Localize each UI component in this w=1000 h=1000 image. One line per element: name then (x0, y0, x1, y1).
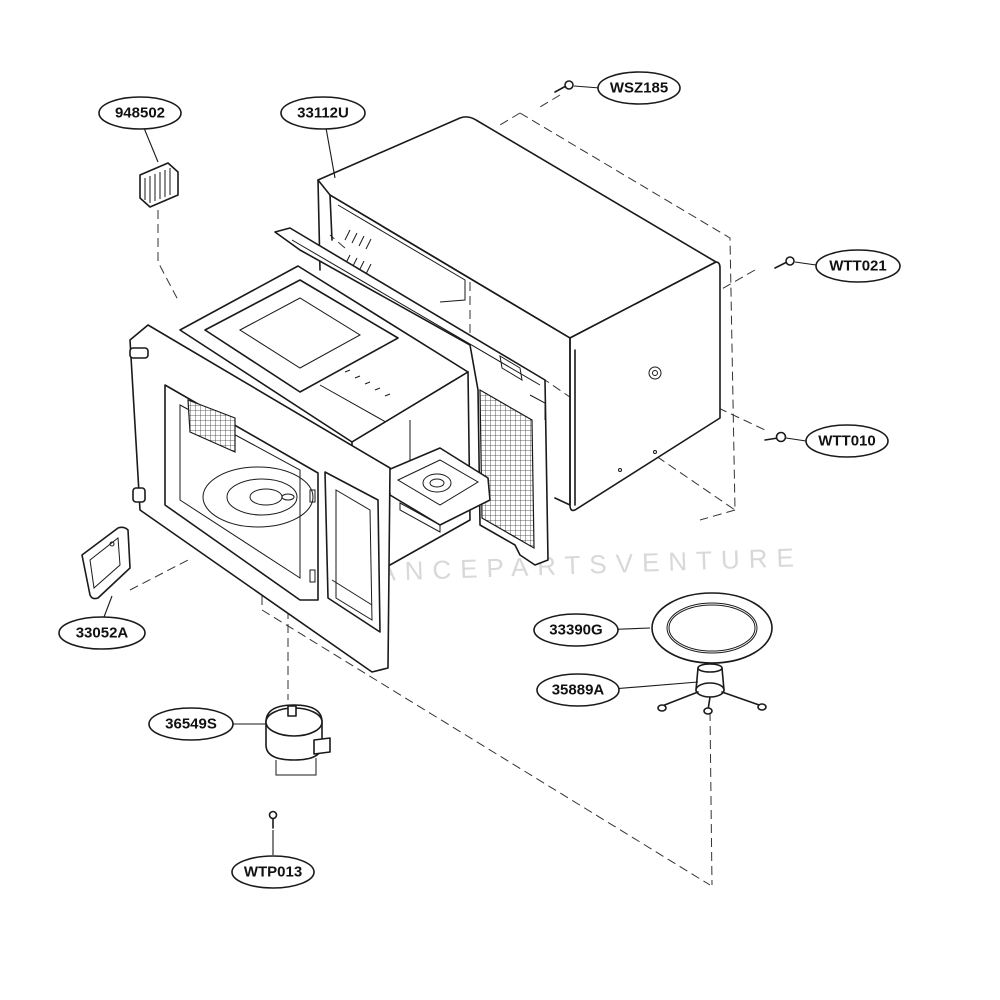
callout-label-33112U: 33112U (297, 105, 349, 122)
callout-label-35889A: 35889A (552, 682, 605, 699)
callout-WSZ185: WSZ185 (597, 71, 681, 105)
callout-33112U: 33112U (280, 96, 366, 130)
part-948502 (139, 162, 179, 208)
callout-33052A: 33052A (58, 616, 146, 650)
callout-WTT010: WTT010 (805, 424, 889, 458)
callout-leaders (103, 85, 817, 855)
callout-label-WTT021: WTT021 (829, 258, 887, 275)
callout-WTT021: WTT021 (815, 249, 901, 283)
front-frame (129, 324, 391, 673)
callout-36549S: 36549S (148, 707, 234, 741)
part-35889A (657, 663, 767, 715)
part-33390G (651, 592, 773, 664)
callout-label-WTT010: WTT010 (818, 433, 876, 450)
outer-cabinet (317, 116, 721, 512)
part-36549S (265, 704, 331, 776)
callout-33390G: 33390G (533, 613, 619, 647)
callout-label-36549S: 36549S (165, 716, 217, 733)
callout-label-948502: 948502 (115, 105, 165, 122)
part-33052A (81, 526, 131, 600)
callout-label-33390G: 33390G (549, 622, 602, 639)
callout-948502: 948502 (98, 96, 182, 130)
callout-label-33052A: 33052A (76, 625, 129, 642)
callout-label-WSZ185: WSZ185 (610, 80, 668, 97)
callout-35889A: 35889A (536, 673, 620, 707)
screws (268, 80, 795, 829)
callout-label-WTP013: WTP013 (244, 864, 302, 881)
callout-WTP013: WTP013 (231, 855, 315, 889)
